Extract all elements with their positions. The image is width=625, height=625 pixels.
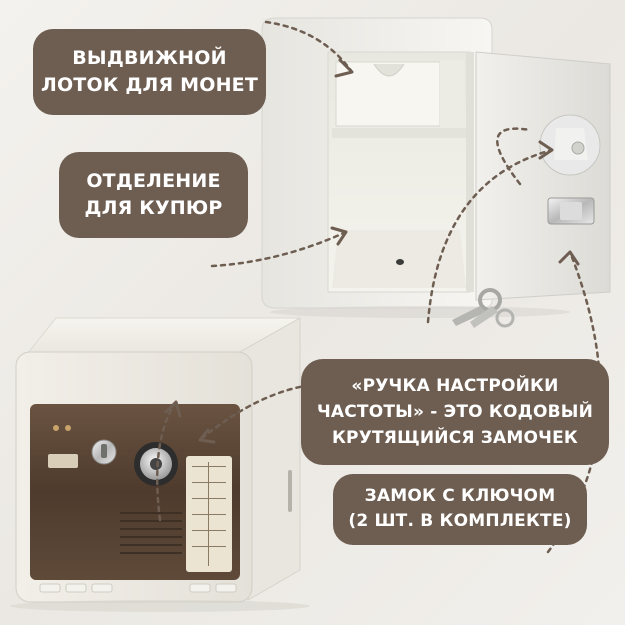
radio-safe	[10, 317, 310, 612]
callout-line: «РУЧКА НАСТРОЙКИ	[351, 376, 559, 396]
callout-line: ОТДЕЛЕНИЕ	[86, 170, 221, 192]
tuning-knob-callout: «РУЧКА НАСТРОЙКИ ЧАСТОТЫ» - ЭТО КОДОВЫЙ …	[301, 359, 609, 465]
callout-line: ЧАСТОТЫ» - ЭТО КОДОВЫЙ	[316, 402, 594, 422]
callout-line: ДЛЯ КУПЮР	[84, 197, 223, 219]
open-safe	[261, 17, 611, 318]
callout-line: ВЫДВИЖНОЙ	[72, 47, 227, 69]
bill-compartment-callout: ОТДЕЛЕНИЕ ДЛЯ КУПЮР	[59, 152, 248, 238]
key-lock-callout: ЗАМОК С КЛЮЧОМ (2 ШТ. В КОМПЛЕКТЕ)	[333, 474, 587, 545]
callout-line: КРУТЯЩИЙСЯ ЗАМОЧЕК	[331, 428, 579, 448]
callout-line: ЗАМОК С КЛЮЧОМ	[364, 486, 556, 506]
coin-tray-callout: ВЫДВИЖНОЙ ЛОТОК ДЛЯ МОНЕТ	[33, 29, 266, 115]
callout-line: ЛОТОК ДЛЯ МОНЕТ	[40, 74, 259, 96]
arrow-icon	[164, 58, 580, 444]
callout-line: (2 ШТ. В КОМПЛЕКТЕ)	[348, 511, 572, 531]
key-icon	[452, 288, 515, 328]
